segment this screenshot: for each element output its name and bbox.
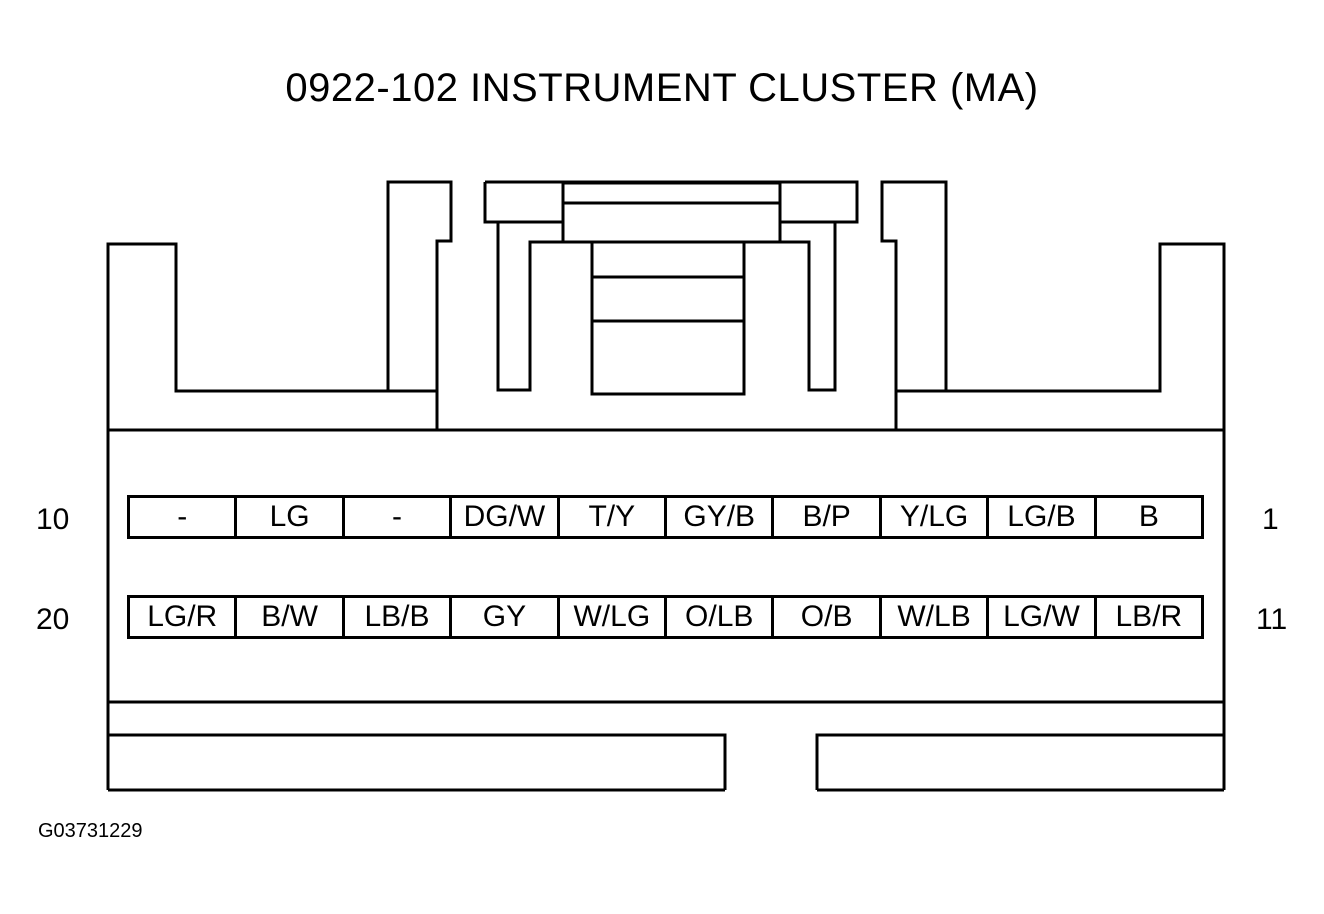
pin-cell: LG/R: [130, 598, 238, 636]
row1-left-pin-number: 10: [36, 503, 70, 536]
pin-cell: W/LB: [882, 598, 990, 636]
latch-arm-right: [780, 222, 837, 392]
pin-cell: B: [1138, 500, 1159, 533]
latch-arm-left: [496, 222, 563, 392]
pin-cell: LG/W: [989, 598, 1097, 636]
pin-cell: B/W: [237, 598, 345, 636]
pin-cell: GY: [452, 598, 560, 636]
bottom-rail: [108, 700, 1224, 792]
pin-cell: GY/B: [667, 498, 775, 536]
pin-cell: Y/LG: [882, 498, 990, 536]
pin-cell: O/LB: [667, 598, 775, 636]
pin-cell: T/Y: [560, 498, 668, 536]
key-block-bottom: [590, 319, 746, 396]
connector-body: [106, 180, 1226, 790]
pin-cell: W/LG: [560, 598, 668, 636]
key-block-top: [590, 240, 746, 279]
pin-cell: LB/R: [1115, 600, 1183, 633]
pin-cell: LB/B: [345, 598, 453, 636]
pin-cell: B/P: [774, 498, 882, 536]
row2-left-pin-number: 20: [36, 603, 70, 636]
row1-right-pin-number: 1: [1262, 503, 1279, 536]
latch-bar-mid: [561, 201, 782, 244]
pin-row-2: LG/R B/W LB/B GY W/LG O/LB O/B W/LB LG/W…: [127, 595, 1204, 639]
pin-cell: LG: [237, 498, 345, 536]
key-block-mid: [590, 275, 746, 323]
pin-cell: -: [345, 498, 453, 536]
latch-bar-top: [561, 181, 782, 205]
diagram-title: 0922-102 INSTRUMENT CLUSTER (MA): [285, 66, 1039, 110]
pin-cell: O/B: [774, 598, 882, 636]
pin-cell: DG/W: [452, 498, 560, 536]
pin-cell: LG/B: [989, 498, 1097, 536]
pin-cell: -: [130, 498, 238, 536]
figure-id: G03731229: [38, 820, 143, 842]
row2-right-pin-number: 11: [1256, 603, 1288, 636]
pin-row-1: - LG - DG/W T/Y GY/B B/P Y/LG LG/B B: [127, 495, 1204, 539]
